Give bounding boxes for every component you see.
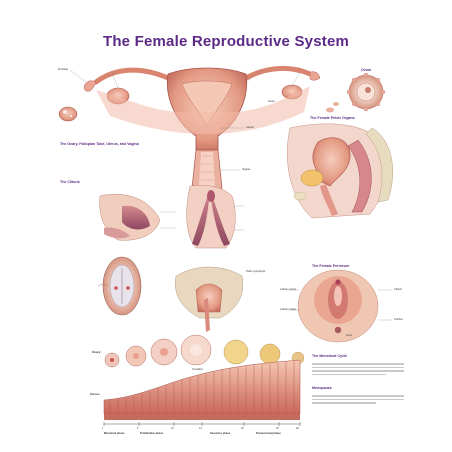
cycle-day-28: 28 bbox=[296, 427, 299, 430]
label-ovulation: Ovulation bbox=[192, 368, 203, 371]
ovum-illustration bbox=[326, 72, 386, 113]
caption-menopause bbox=[312, 393, 404, 406]
panel-title-menstrual-cycle: The Menstrual Cycle bbox=[312, 354, 347, 358]
label-vagina: Vagina bbox=[242, 168, 250, 171]
label-uterus: Uterus bbox=[246, 126, 254, 129]
perineum-illustration bbox=[297, 269, 379, 343]
panel-title-pelvic-organs: The Female Pelvic Organs bbox=[310, 116, 355, 120]
follicle-illustration bbox=[97, 256, 142, 316]
phase-proliferative: Proliferative phase bbox=[140, 432, 164, 435]
leader-lines bbox=[69, 69, 392, 321]
label-labium-minus: Labium minus bbox=[280, 288, 297, 291]
uterus-illustration bbox=[83, 65, 321, 195]
label-urethra: Urethra bbox=[394, 318, 403, 321]
cycle-day-5: 5 bbox=[137, 427, 139, 430]
label-clitoris: Clitoris bbox=[394, 288, 402, 291]
phase-premenstrual: Premenstrual phase bbox=[256, 432, 281, 435]
pelvic-organs-illustration bbox=[287, 123, 393, 219]
pelvis-frontal-illustration bbox=[174, 266, 244, 332]
cycle-day-1: 1 bbox=[102, 427, 104, 430]
label-anus: Anus bbox=[346, 334, 352, 337]
cycle-day-14: 14 bbox=[199, 427, 202, 430]
phase-menstrual: Menstrual phase bbox=[104, 432, 125, 435]
menstrual-cycle-illustration bbox=[103, 334, 305, 426]
clitoris-section-illustration bbox=[99, 194, 161, 241]
panel-title-menopause: Menopause bbox=[312, 386, 332, 390]
cycle-row-label-uterus: Uterus bbox=[90, 392, 100, 396]
panel-title-clitoris: The Clitoris bbox=[60, 180, 80, 184]
phase-secretory: Secretory phase bbox=[210, 432, 231, 435]
poster-title: The Female Reproductive System bbox=[102, 33, 350, 50]
panel-title-female-perineum: The Female Perineum bbox=[312, 264, 350, 268]
panel-title-ovum: Ovum bbox=[361, 68, 372, 72]
label-ovary: Ovary bbox=[268, 100, 275, 103]
label-pubic-symphysis: Pubic symphysis bbox=[246, 270, 266, 273]
ovary-section-illustration bbox=[58, 106, 78, 122]
cycle-day-10: 10 bbox=[171, 427, 174, 430]
label-labium-majus: Labium majus bbox=[280, 308, 297, 311]
cycle-row-label-ovary: Ovary bbox=[92, 350, 101, 354]
caption-menstrual-cycle bbox=[312, 361, 404, 377]
cycle-day-20: 20 bbox=[241, 427, 244, 430]
panel-title-ovary-fallopian: The Ovary, Fallopian Tube, Uterus, and V… bbox=[60, 142, 139, 146]
label-fimbriae: Fimbriae bbox=[58, 68, 69, 71]
cycle-day-25: 25 bbox=[276, 427, 279, 430]
clitoris-frontal-illustration bbox=[186, 185, 236, 249]
